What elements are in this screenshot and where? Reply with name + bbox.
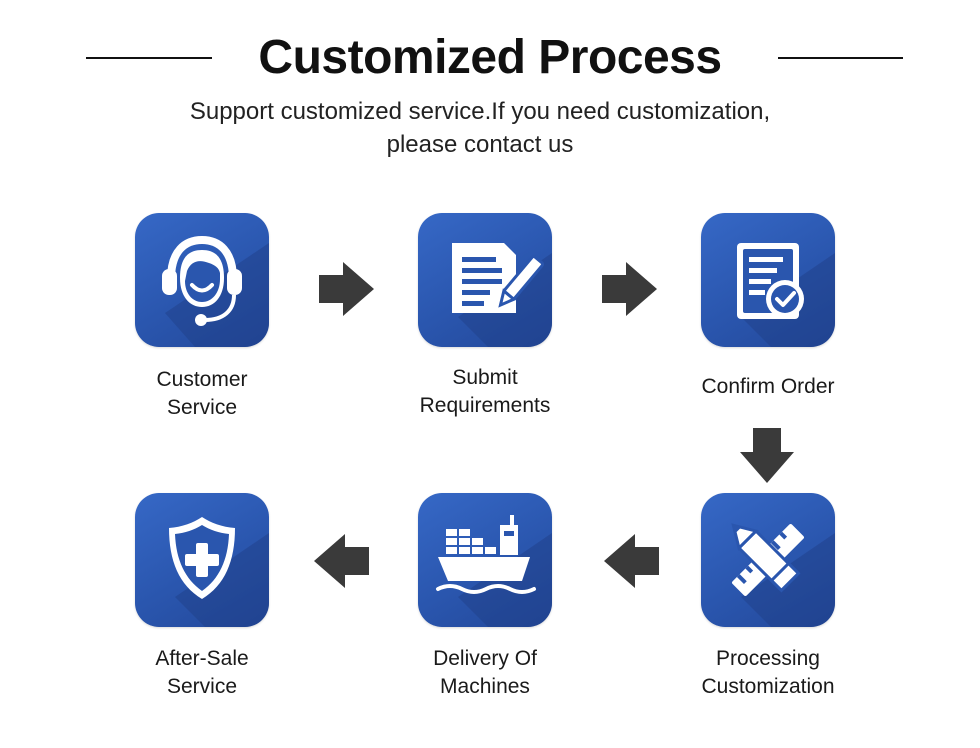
arrow-down-icon bbox=[740, 428, 794, 483]
arrow-left-icon bbox=[604, 534, 659, 588]
arrow-left-icon bbox=[314, 534, 369, 588]
step-processing-customization-tile bbox=[701, 493, 835, 627]
step-submit-requirements-tile bbox=[418, 213, 552, 347]
arrow-right-icon bbox=[319, 262, 374, 316]
pencil-ruler-icon bbox=[731, 523, 835, 627]
step-customer-service-tile bbox=[135, 213, 269, 347]
page-title: Customized Process bbox=[258, 31, 722, 84]
step-processing-customization-label: Processing Customization bbox=[701, 647, 835, 698]
step-after-sale-label: After-Sale Service bbox=[155, 647, 249, 698]
checklist-icon bbox=[737, 243, 835, 347]
header-divider-right bbox=[778, 57, 903, 59]
shield-plus-icon bbox=[169, 517, 269, 627]
page-subtitle: Support customized service.If you need c… bbox=[189, 98, 771, 158]
step-delivery-tile bbox=[418, 493, 552, 627]
step-confirm-order-tile bbox=[701, 213, 835, 347]
step-customer-service-label: Customer Service bbox=[156, 368, 248, 419]
step-after-sale-tile bbox=[135, 493, 269, 627]
step-delivery-label: Delivery Of Machines bbox=[433, 647, 537, 698]
arrow-right-icon bbox=[602, 262, 657, 316]
headset-icon bbox=[162, 235, 269, 347]
document-pen-icon bbox=[452, 243, 552, 347]
step-submit-requirements-label: Submit Requirements bbox=[419, 366, 551, 417]
cargo-ship-icon bbox=[436, 515, 552, 627]
header-divider-left bbox=[86, 57, 212, 59]
step-confirm-order-label: Confirm Order bbox=[701, 375, 835, 398]
